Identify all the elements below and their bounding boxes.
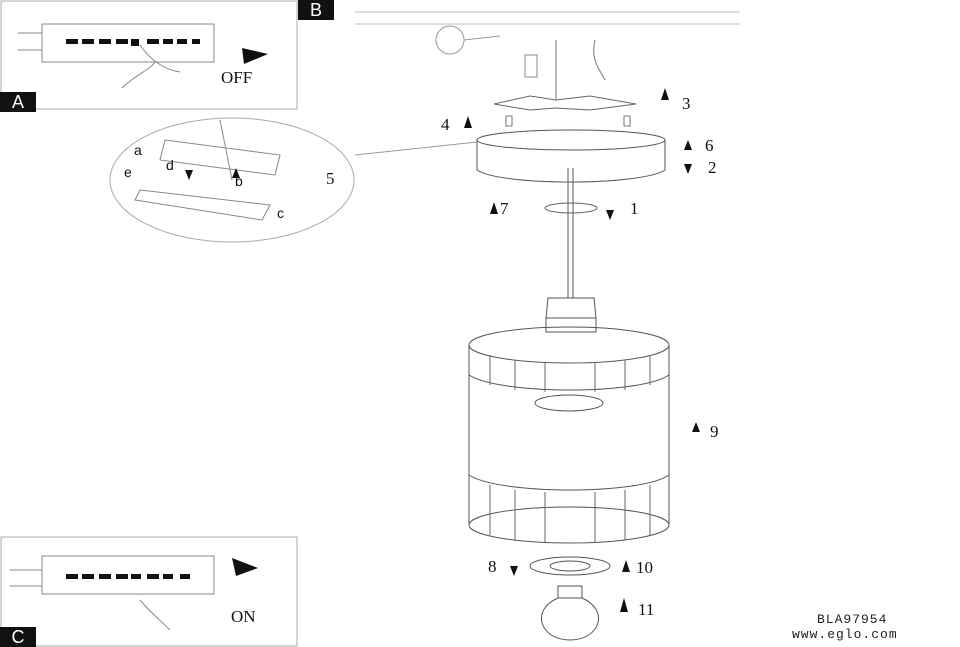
canopy-top — [476, 129, 666, 151]
panel-c-frame — [0, 536, 298, 647]
detail-letter-e: e — [124, 164, 132, 180]
cage-shade — [468, 326, 670, 544]
step-6: 6 — [705, 136, 714, 155]
light-bulb — [540, 585, 600, 641]
panel-a-tag: A — [0, 92, 36, 112]
step-3: 3 — [682, 94, 691, 113]
detail-letter-a: a — [134, 142, 142, 158]
detail-letter-d: d — [166, 157, 174, 173]
canopy — [476, 140, 666, 183]
terminal-block — [134, 119, 281, 221]
shade-ring — [529, 556, 611, 576]
fuse-box-on — [10, 555, 215, 631]
ceiling-hatch — [355, 11, 740, 25]
arrow-off-icon — [242, 48, 268, 64]
cord-grip — [544, 202, 598, 214]
step-1: 1 — [630, 199, 639, 218]
step-2: 2 — [708, 158, 717, 177]
detail-letter-b: b — [235, 173, 243, 189]
step-4: 4 — [441, 115, 450, 134]
model-code: BLA97954 — [817, 612, 888, 627]
direction-arrows — [185, 88, 700, 612]
detail-letter-c: c — [277, 205, 284, 221]
step-8: 8 — [488, 557, 497, 576]
off-label: OFF — [221, 68, 253, 87]
fuse-box-off — [18, 23, 215, 89]
wiring-detail-magnifier — [109, 117, 355, 243]
step-9: 9 — [710, 422, 719, 441]
panel-c-tag: C — [0, 627, 36, 647]
arrow-on-icon — [232, 558, 258, 576]
step-11: 11 — [638, 600, 655, 619]
panel-b-tag: B — [298, 0, 334, 20]
step-10: 10 — [636, 558, 653, 577]
step-7: 7 — [500, 199, 509, 218]
lamp-socket — [545, 297, 597, 319]
panel-a-frame — [0, 0, 298, 110]
on-label: ON — [231, 607, 256, 626]
step-5: 5 — [326, 169, 335, 188]
website-url: www.eglo.com — [792, 627, 898, 642]
